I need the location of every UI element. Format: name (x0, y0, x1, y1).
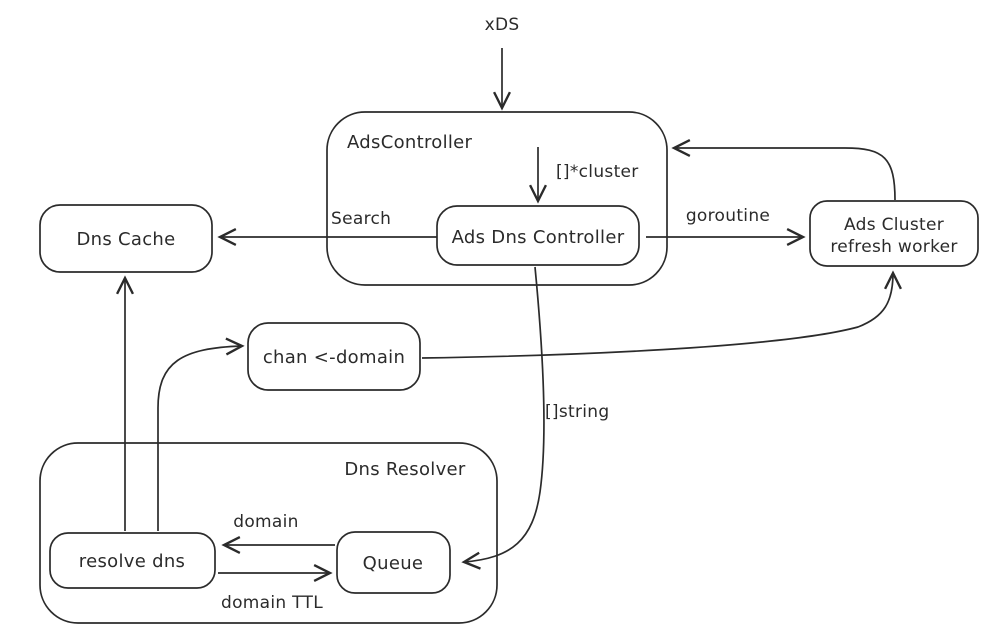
dns-resolver-label: Dns Resolver (344, 459, 466, 480)
edge-label-domain-ttl: domain TTL (221, 593, 323, 613)
queue-label: Queue (363, 553, 424, 574)
ads-cluster-refresh-worker-label-line2: refresh worker (830, 237, 957, 257)
edge-resolvedns-to-chandomain (157, 337, 245, 531)
resolve-dns-label: resolve dns (79, 551, 185, 572)
ads-cluster-refresh-worker-box (809, 200, 979, 267)
chan-domain-box (247, 322, 421, 391)
edge-chandomain-to-refreshworker (421, 270, 902, 359)
edge-refreshworker-to-adscontroller (671, 139, 896, 201)
ads-dns-controller-box (436, 205, 640, 266)
edge-string-to-queue (461, 266, 545, 570)
edge-label-cluster-slice: []*cluster (556, 162, 639, 182)
ads-cluster-refresh-worker-label-line1: Ads Cluster (844, 215, 944, 235)
chan-domain-label: chan <-domain (263, 347, 405, 368)
edge-label-string-slice: []string (545, 402, 609, 422)
edge-label-xds: xDS (485, 15, 520, 35)
dns-cache-box (39, 204, 213, 273)
ads-dns-controller-label: Ads Dns Controller (452, 227, 625, 248)
edge-label-domain: domain (233, 512, 298, 532)
edge-label-goroutine: goroutine (686, 206, 770, 226)
queue-box (336, 531, 451, 594)
resolve-dns-box (49, 532, 216, 589)
dns-cache-label: Dns Cache (76, 229, 175, 250)
ads-controller-label: AdsController (347, 132, 473, 153)
edge-label-search: Search (331, 209, 391, 229)
